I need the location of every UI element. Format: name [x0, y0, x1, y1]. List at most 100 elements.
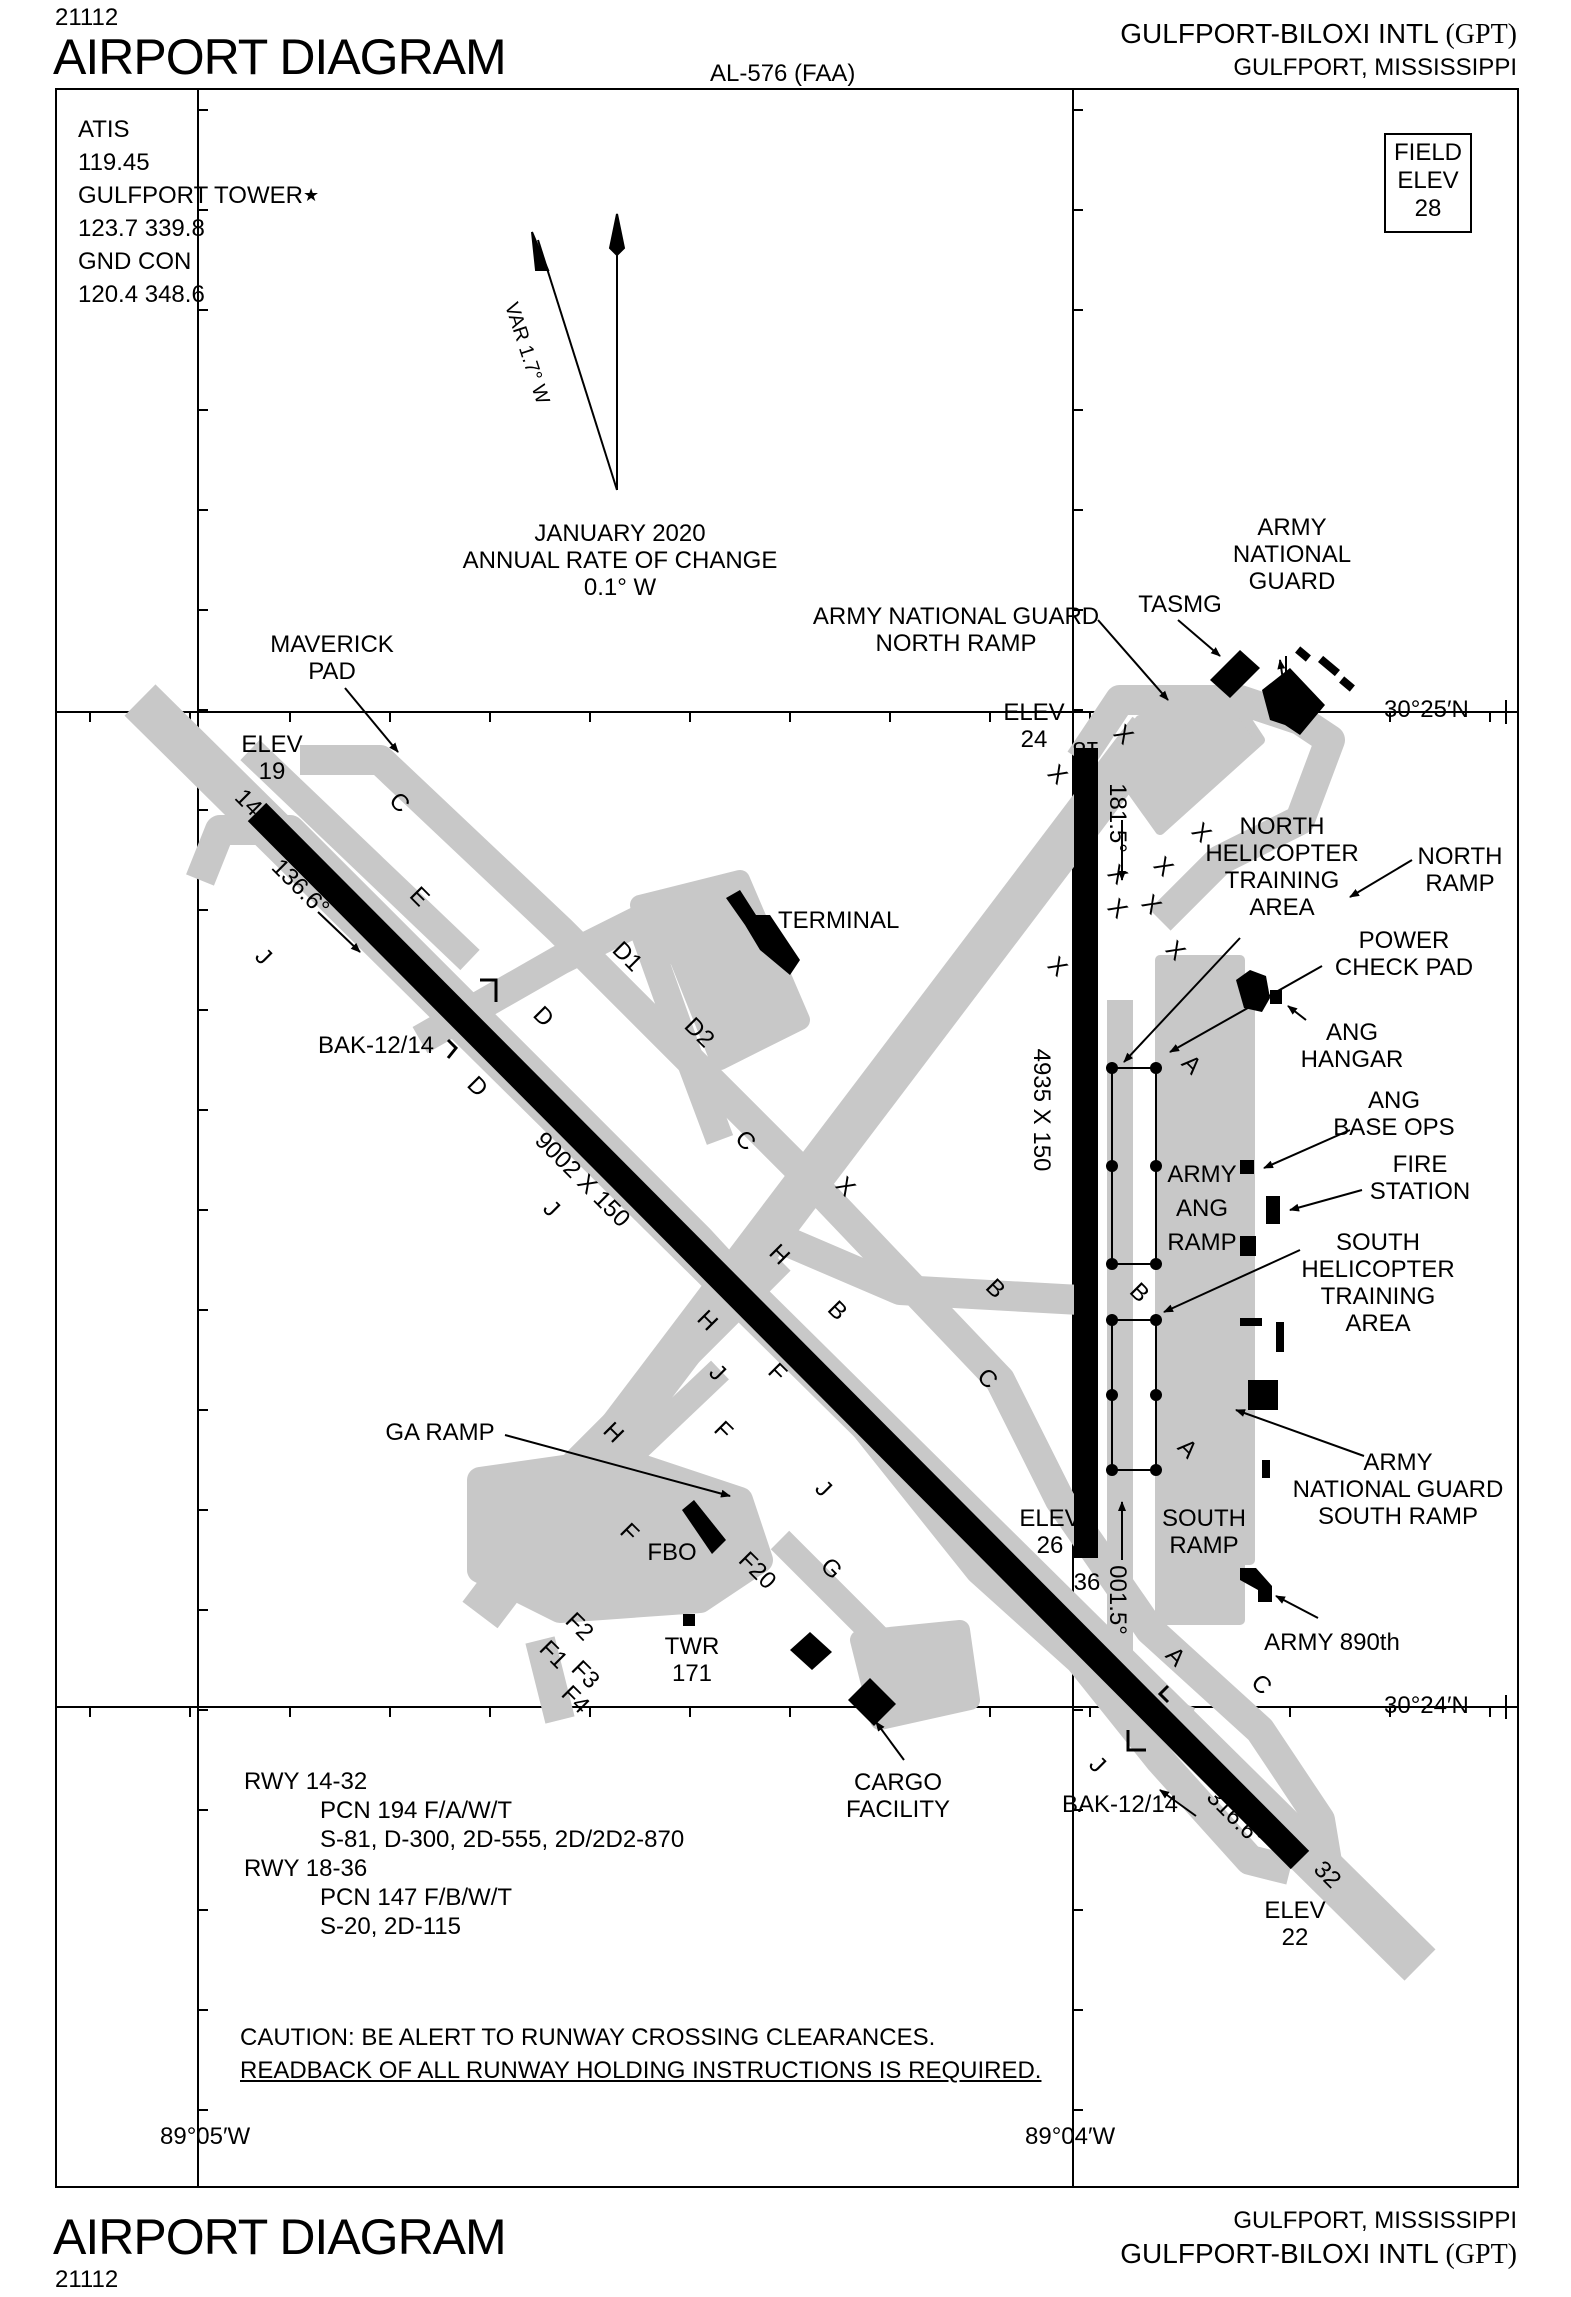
south-heli-training-area-label: AREA [1345, 1310, 1410, 1337]
north-ramp-apron [1105, 705, 1265, 835]
taxiway-f-label: F [709, 1416, 738, 1445]
ang-hangar-building [1236, 970, 1270, 1012]
field-elev-line2: ELEV [1397, 167, 1459, 194]
north-ramp-label: RAMP [1425, 870, 1494, 897]
taxiway-x-label: X [1042, 759, 1072, 789]
runway-data-block: RWY 14-32 PCN 194 F/A/W/T S-81, D-300, 2… [244, 1767, 684, 1941]
runway-18-elevation: ELEV [1003, 699, 1064, 726]
ga-ramp [467, 1447, 773, 1623]
anng-main-block [1262, 668, 1325, 735]
army-ang-ramp [1160, 995, 1255, 1565]
magnetic-north-arrowhead [531, 231, 550, 271]
magvar-arrows [531, 213, 626, 491]
faa-number: AL-576 (FAA) [710, 60, 856, 87]
rwy1-label: RWY 14-32 [244, 1768, 368, 1795]
helispot-marker [1150, 1389, 1162, 1401]
magnetic-north-line [537, 239, 618, 491]
army-ang-ramp-label: ANG [1176, 1195, 1228, 1222]
tasmg-label: TASMG [1138, 591, 1222, 618]
taxiway-j-label: J [250, 943, 278, 971]
north-heli-training-area-label: NORTH [1240, 813, 1325, 840]
gnd-frequency: 120.4 348.6 [78, 281, 205, 308]
anng-hangar-block [1210, 650, 1260, 698]
north-ramp-pavement [1067, 685, 1345, 931]
rwy2-pcn: PCN 147 F/B/W/T [320, 1884, 513, 1911]
helispot-marker [1150, 1314, 1162, 1326]
rwy1-pcn: PCN 194 F/A/W/T [320, 1797, 513, 1824]
epoch-line1: JANUARY 2020 [534, 520, 706, 547]
taxiway-j-label: J [810, 1475, 838, 1503]
field-elev-value: 28 [1414, 195, 1442, 222]
runway-36-elevation: 26 [1037, 1532, 1064, 1559]
ang-hangar-label: ANG [1326, 1019, 1378, 1046]
taxiway-x-label: X [1102, 893, 1132, 923]
runway-32-elevation: 22 [1282, 1924, 1309, 1951]
lon-west-label: 89°05′W [160, 2123, 251, 2150]
fire-station-label: STATION [1370, 1178, 1470, 1205]
runway-36-heading: 001.5° [1104, 1565, 1131, 1635]
airport-name-text: GULFPORT-BILOXI INTL [1120, 18, 1438, 49]
bak-12-14-south-label: BAK-12/14 [1062, 1791, 1178, 1818]
epoch-line2: ANNUAL RATE OF CHANGE [462, 547, 778, 574]
taxiway-c [300, 745, 1345, 1883]
field-elevation-box: FIELD ELEV 28 [1384, 133, 1472, 233]
airport-id: (GPT) [1445, 19, 1517, 50]
taxiway-d-label: D [462, 1071, 493, 1102]
army-890th-label: ARMY 890th [1264, 1629, 1400, 1656]
runway-14-elevation: 19 [259, 758, 286, 785]
lon-east-label: 89°04′W [1025, 2123, 1116, 2150]
taxiway-x-label: X [1042, 951, 1072, 981]
terminal-label: TERMINAL [778, 907, 899, 934]
army-ang-ramp-label: RAMP [1167, 1229, 1236, 1256]
helispot-marker [1106, 1314, 1118, 1326]
epoch-line3: 0.1° W [583, 574, 657, 601]
caution-line1: CAUTION: BE ALERT TO RUNWAY CROSSING CLE… [240, 2024, 936, 2051]
heli-spots [1106, 1062, 1162, 1476]
fire-station-building [1266, 1196, 1280, 1224]
anng-south-building [1248, 1380, 1278, 1410]
true-north-arrowhead [608, 213, 626, 257]
rwy2-strength: S-20, 2D-115 [320, 1913, 461, 1940]
footer-airport-name-text: GULFPORT-BILOXI INTL [1120, 2238, 1438, 2269]
helispot-marker [1106, 1160, 1118, 1172]
caution-line2: READBACK OF ALL RUNWAY HOLDING INSTRUCTI… [240, 2057, 1042, 2084]
helispot-marker [1150, 1062, 1162, 1074]
army-ang-ramp-label: ARMY [1167, 1161, 1236, 1188]
footer-city-state: GULFPORT, MISSISSIPPI [1233, 2207, 1517, 2234]
anng-north-ramp-label: ARMY NATIONAL GUARD [813, 603, 1099, 630]
helispot-marker [1106, 1258, 1118, 1270]
cargo-facility-label: FACILITY [846, 1796, 950, 1823]
tower-star-icon: ★ [302, 185, 320, 205]
anng-south-shed [1262, 1460, 1270, 1478]
footer-airport-id: (GPT) [1445, 2239, 1517, 2270]
south-heli-training-area-label: SOUTH [1336, 1229, 1420, 1256]
north-heli-training-area-label: TRAINING [1225, 867, 1340, 894]
fire-station-label: FIRE [1393, 1151, 1448, 1178]
south-heli-training-area-label: TRAINING [1321, 1283, 1436, 1310]
twr-label: 171 [672, 1660, 712, 1687]
taxiway-d-label: D [528, 1001, 559, 1032]
taxiway-j-label: J [1084, 1751, 1112, 1779]
taxiway-e [240, 739, 480, 971]
twr-label: TWR [665, 1633, 720, 1660]
anng-south-ramp-label: ARMY [1363, 1449, 1432, 1476]
power-check-pad-label: POWER [1359, 927, 1450, 954]
taxiway-d2 [626, 915, 734, 1145]
atis-frequency: 119.45 [78, 149, 150, 176]
helispot-marker [1150, 1160, 1162, 1172]
anng-shed-3 [1339, 676, 1355, 692]
north-ramp-label: NORTH [1418, 843, 1503, 870]
anng-south-ramp-label: SOUTH RAMP [1318, 1503, 1478, 1530]
helispot-marker [1150, 1464, 1162, 1476]
lat-north-label: 30°25′N [1384, 696, 1469, 723]
page-title: AIRPORT DIAGRAM [53, 29, 507, 85]
runway-18-36-dimensions: 4935 X 150 [1028, 1049, 1055, 1172]
runway-18-heading: 181.5° [1104, 783, 1131, 853]
cargo-building-1 [790, 1632, 832, 1670]
runway-18-36 [1074, 748, 1098, 1558]
power-check-pad-label: CHECK PAD [1335, 954, 1473, 981]
anng-shed-1 [1295, 646, 1311, 662]
caution-block: CAUTION: BE ALERT TO RUNWAY CROSSING CLE… [240, 2021, 1041, 2087]
helispot-marker [1106, 1062, 1118, 1074]
runway-18-elevation: 24 [1021, 726, 1048, 753]
